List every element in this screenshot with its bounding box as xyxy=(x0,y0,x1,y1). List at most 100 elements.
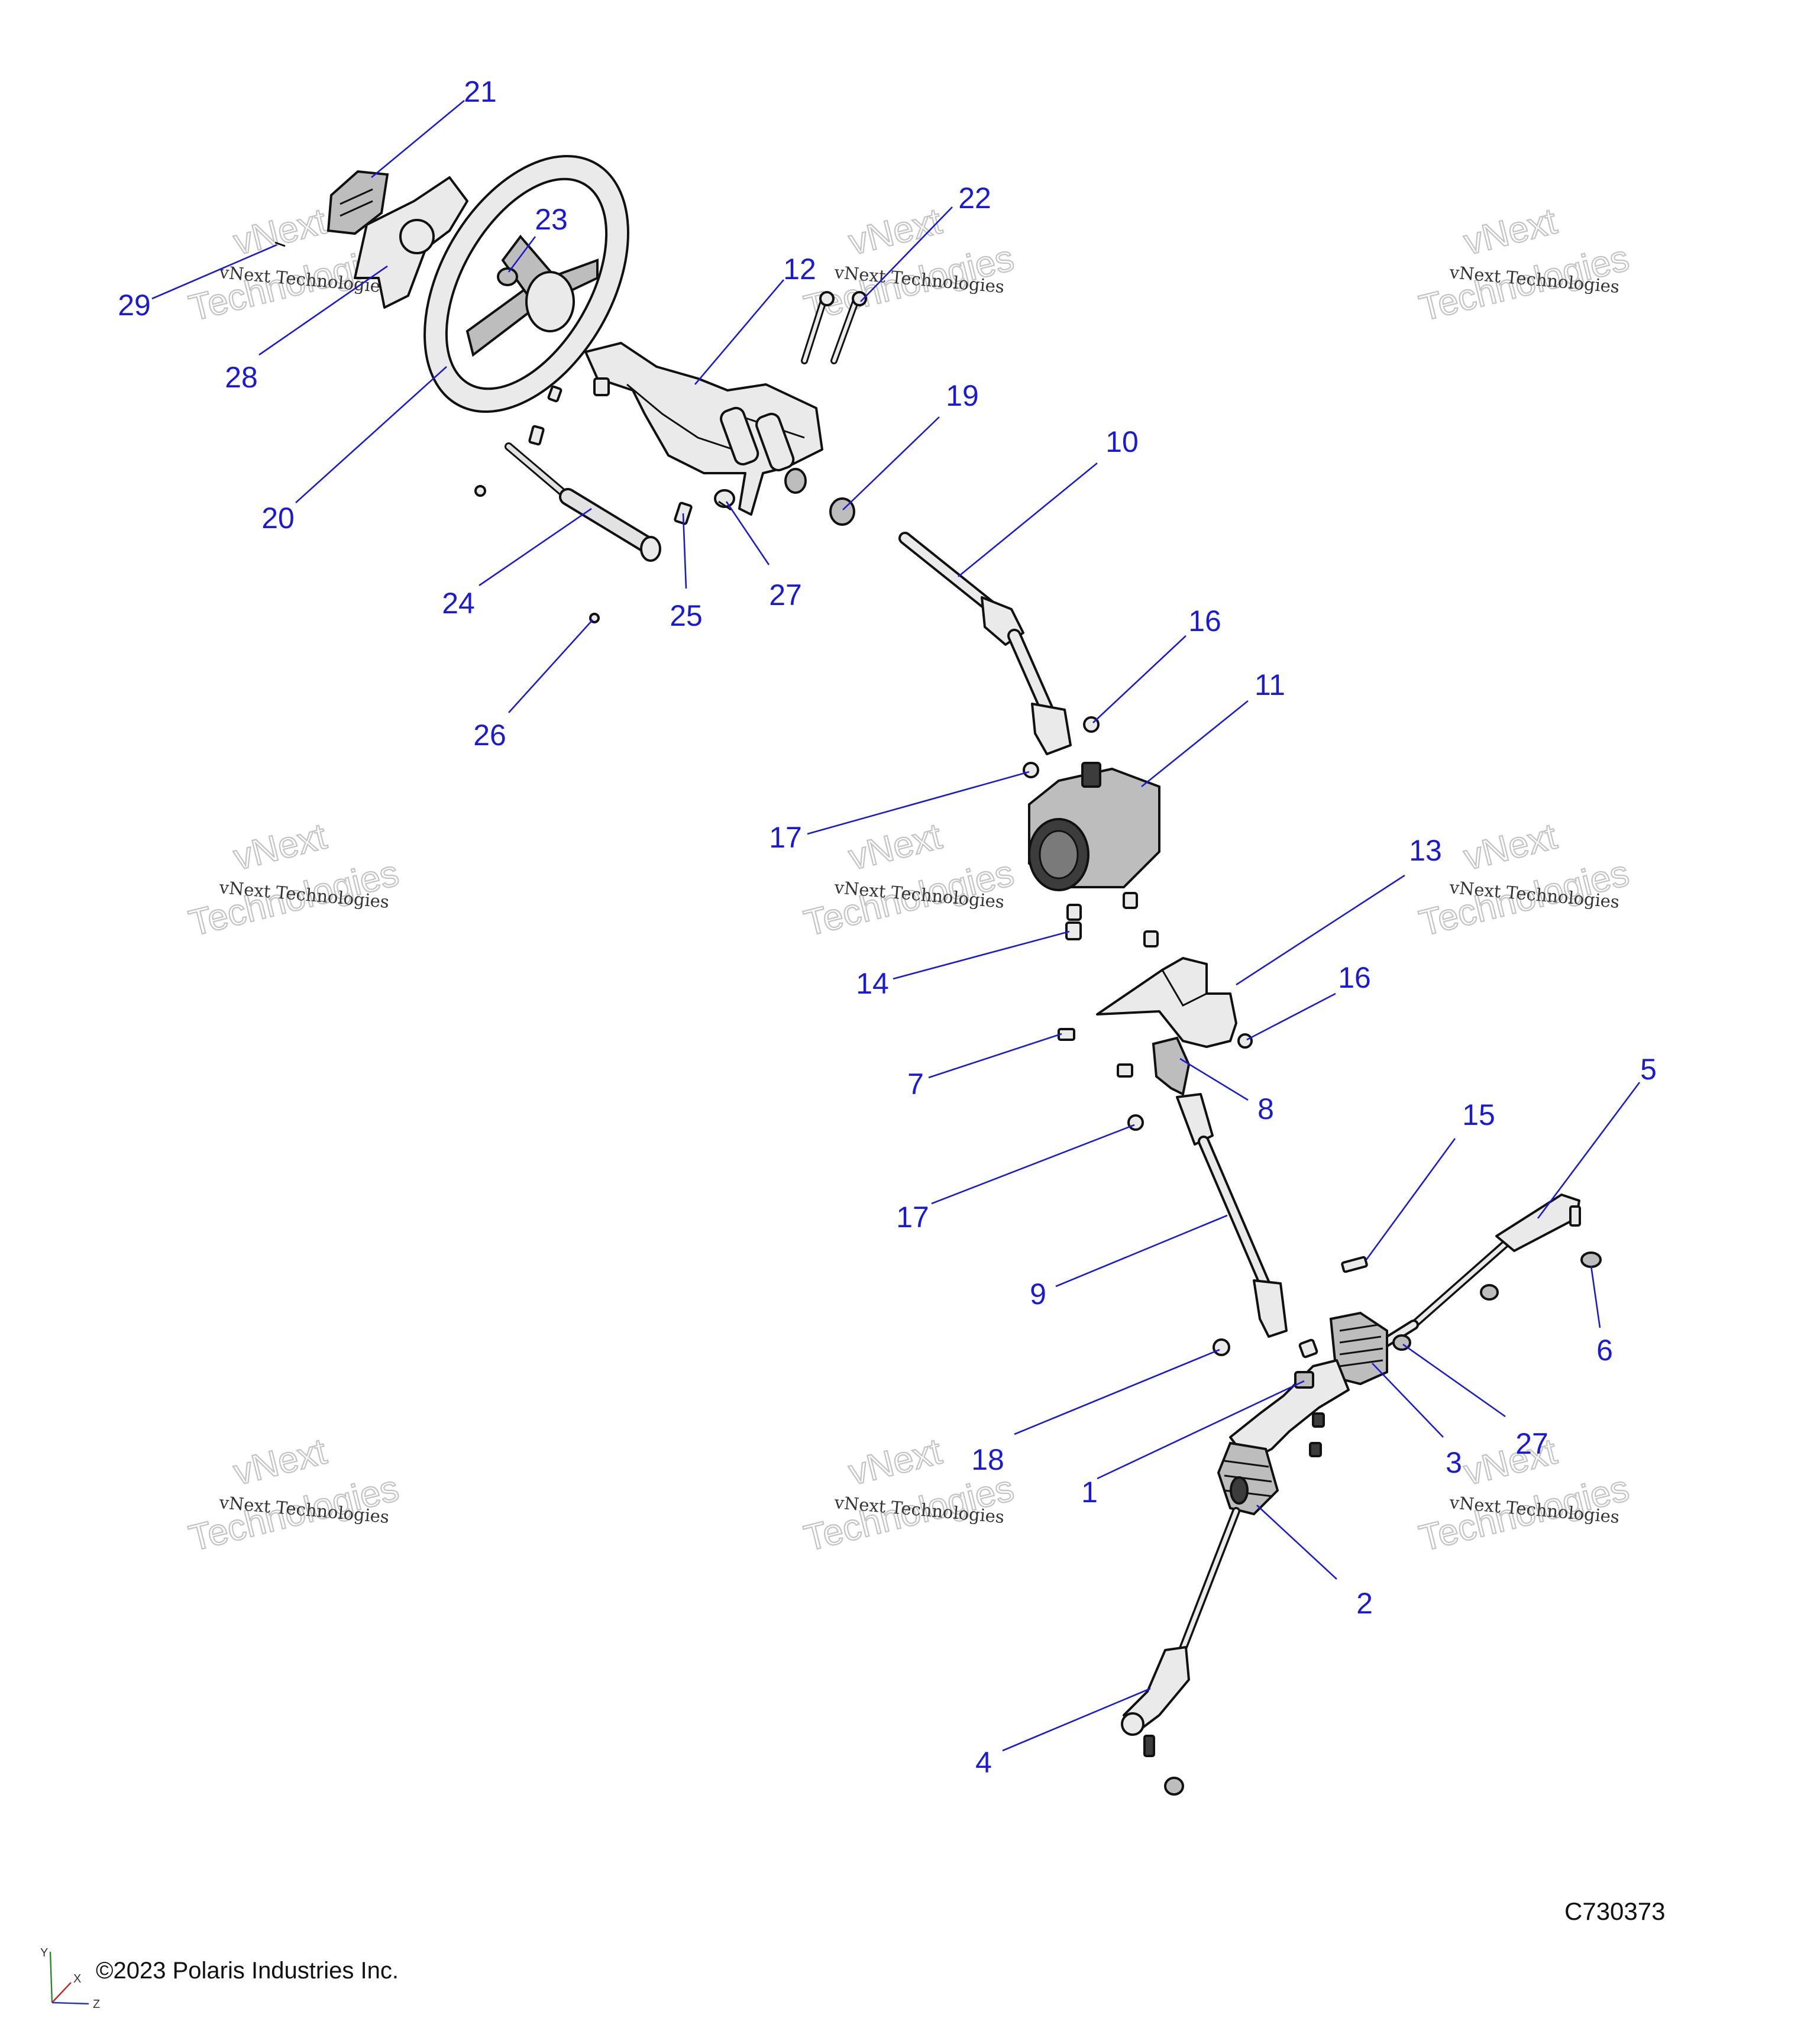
callout-8: 8 xyxy=(1179,1057,1274,1126)
long-bolts-22-part xyxy=(801,291,867,364)
callout-5: 5 xyxy=(1537,1053,1657,1219)
callout-17-mid: 17 xyxy=(896,1124,1135,1234)
watermark-5: vNext Technologies vNext Technologies xyxy=(800,815,1019,945)
callout-16-top: 16 xyxy=(1092,604,1221,723)
copyright-notice: ©2023 Polaris Industries Inc. xyxy=(96,1958,399,1984)
watermark-3: vNext Technologies vNext Technologies xyxy=(1415,200,1634,329)
svg-text:3: 3 xyxy=(1446,1446,1462,1479)
callout-20: 20 xyxy=(261,366,447,535)
callout-15: 15 xyxy=(1365,1098,1495,1260)
callout-13: 13 xyxy=(1236,834,1442,986)
svg-text:vNext: vNext xyxy=(845,816,945,878)
tie-rod-end-right-part xyxy=(1409,1194,1602,1329)
svg-text:7: 7 xyxy=(907,1068,924,1101)
svg-text:25: 25 xyxy=(670,599,703,632)
watermark-2: vNext Technologies vNext Technologies xyxy=(800,200,1019,329)
svg-text:4: 4 xyxy=(975,1746,992,1779)
svg-text:16: 16 xyxy=(1338,961,1371,994)
parts xyxy=(274,154,1602,1796)
upper-steering-shaft-part xyxy=(898,532,1072,755)
svg-text:16: 16 xyxy=(1188,604,1221,638)
bolt-14-part xyxy=(1065,921,1082,940)
tie-rod-end-left-part xyxy=(1121,1646,1190,1796)
svg-text:29: 29 xyxy=(118,289,151,322)
callout-12: 12 xyxy=(694,253,816,385)
nut-17-top-part xyxy=(1023,762,1039,778)
svg-text:vNext: vNext xyxy=(229,1431,330,1493)
svg-text:2: 2 xyxy=(1356,1587,1373,1620)
svg-text:X: X xyxy=(73,1972,81,1985)
callout-27-bottom: 27 xyxy=(1402,1343,1548,1460)
svg-text:26: 26 xyxy=(473,719,506,752)
watermark-6: vNext Technologies vNext Technologies xyxy=(1415,815,1634,945)
drawing-number: C730373 xyxy=(1564,1897,1665,1925)
callout-21: 21 xyxy=(371,75,497,179)
wheel-bolts-part xyxy=(474,385,562,497)
steering-rack-part xyxy=(1229,1311,1419,1462)
watermark-4: vNext Technologies vNext Technologies xyxy=(185,815,403,945)
svg-text:Y: Y xyxy=(40,1946,48,1959)
callout-6: 6 xyxy=(1590,1265,1613,1367)
callout-11: 11 xyxy=(1141,668,1285,788)
callout-3: 3 xyxy=(1372,1363,1462,1479)
svg-text:27: 27 xyxy=(1515,1427,1548,1460)
svg-text:8: 8 xyxy=(1257,1092,1274,1126)
svg-text:vNext: vNext xyxy=(229,201,330,263)
callout-26: 26 xyxy=(473,619,593,752)
callout-2: 2 xyxy=(1256,1505,1373,1620)
callout-22: 22 xyxy=(860,182,991,302)
svg-text:10: 10 xyxy=(1105,425,1139,458)
wheel-hub-adapter-part xyxy=(354,176,468,309)
callout-4: 4 xyxy=(975,1687,1151,1779)
svg-text:18: 18 xyxy=(971,1443,1004,1476)
svg-text:17: 17 xyxy=(896,1201,929,1234)
intermediate-shaft-part xyxy=(1176,1093,1318,1359)
bushing-19-part xyxy=(784,468,855,526)
svg-text:28: 28 xyxy=(225,361,258,394)
screw-29-part xyxy=(274,241,286,247)
callout-19: 19 xyxy=(842,379,979,510)
svg-text:vNext: vNext xyxy=(1460,201,1560,263)
svg-text:20: 20 xyxy=(261,502,295,535)
svg-text:12: 12 xyxy=(783,253,816,286)
svg-text:vNext: vNext xyxy=(229,816,330,878)
wheel-badge-part xyxy=(326,170,389,235)
svg-text:17: 17 xyxy=(769,821,802,854)
svg-text:24: 24 xyxy=(442,587,475,620)
callout-1: 1 xyxy=(1081,1380,1305,1509)
svg-text:13: 13 xyxy=(1409,834,1442,867)
mounting-bracket-part xyxy=(1096,957,1237,1048)
axis-indicator: Y X Z xyxy=(40,1946,100,2011)
bolt-16-mid-part xyxy=(1237,1033,1253,1049)
svg-text:19: 19 xyxy=(946,379,979,412)
svg-text:Z: Z xyxy=(93,1998,100,2011)
callouts: 21 23 22 12 29 28 19 10 xyxy=(118,75,1657,1779)
callout-27-top: 27 xyxy=(725,501,802,612)
steering-wheel-part xyxy=(423,154,629,413)
callout-14: 14 xyxy=(856,930,1070,1000)
watermarks: vNext Technologies vNext Technologies vN… xyxy=(185,200,1634,1560)
tilt-bracket-part xyxy=(584,342,823,516)
boot-tie-rod-left-part xyxy=(1176,1441,1279,1660)
callout-29: 29 xyxy=(118,244,277,322)
svg-text:15: 15 xyxy=(1462,1098,1495,1131)
svg-text:27: 27 xyxy=(769,578,802,612)
svg-text:vNext: vNext xyxy=(845,1431,945,1493)
svg-text:11: 11 xyxy=(1255,668,1285,701)
eps-unit-part xyxy=(1028,762,1160,947)
svg-text:6: 6 xyxy=(1596,1334,1613,1367)
callout-23: 23 xyxy=(507,203,568,273)
callout-7: 7 xyxy=(907,1033,1062,1101)
svg-text:9: 9 xyxy=(1030,1278,1046,1311)
nut-17-mid-part xyxy=(1127,1114,1144,1131)
callout-16-mid: 16 xyxy=(1246,961,1371,1041)
fitting-27-top-part xyxy=(714,489,735,511)
callout-28: 28 xyxy=(225,265,388,394)
svg-text:22: 22 xyxy=(958,182,991,215)
gas-strut-part xyxy=(505,442,661,562)
svg-text:vNext: vNext xyxy=(845,201,945,263)
cover-8-part xyxy=(1117,1036,1191,1096)
callout-17-top: 17 xyxy=(769,771,1030,854)
button-23-part xyxy=(497,267,518,286)
